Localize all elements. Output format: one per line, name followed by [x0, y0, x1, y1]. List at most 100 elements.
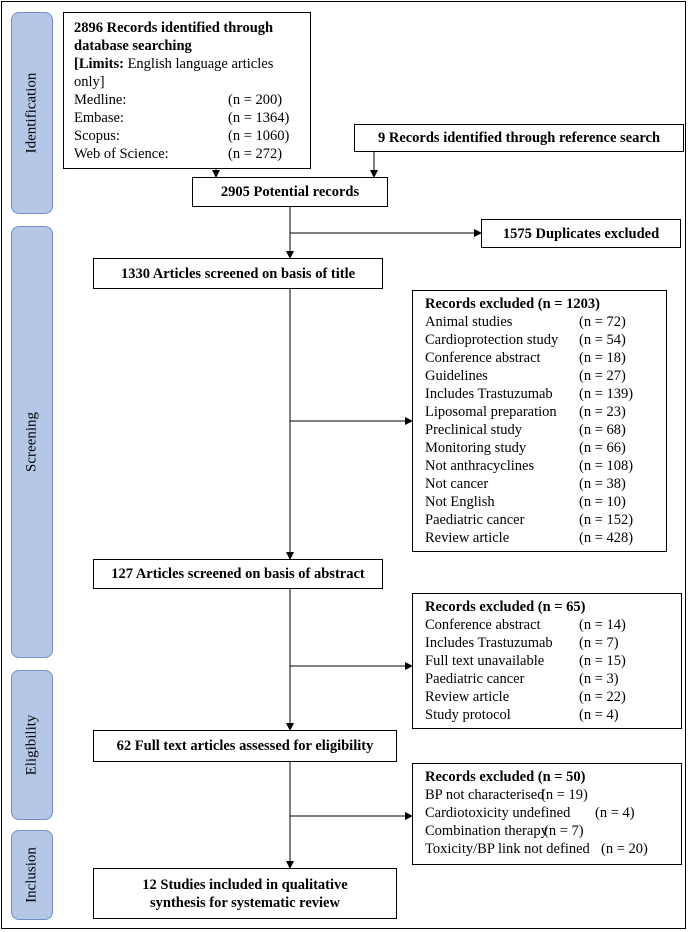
exclusion-reason: Study protocol: [425, 707, 511, 723]
exclusion-count: (n = 23): [579, 404, 626, 420]
exclusion-row: Liposomal preparation(n = 23): [425, 403, 666, 421]
stage-identification: Identification: [11, 12, 53, 214]
exclusion-row: Monitoring study (n = 66): [425, 439, 666, 457]
excluded-title-heading: Records excluded (n = 1203): [425, 296, 600, 312]
db-limits-bold: Limits:: [78, 56, 124, 72]
exclusion-count: (n = 72): [579, 314, 626, 330]
exclusion-row: Paediatric cancer(n = 152): [425, 511, 666, 529]
db-title-line1: 2896 Records identified through: [74, 20, 274, 36]
exclusion-count: (n = 7): [544, 823, 584, 839]
exclusion-count: (n = 38): [579, 476, 626, 492]
potential-records-text: 2905 Potential records: [220, 184, 360, 200]
exclusion-count: (n = 18): [579, 350, 626, 366]
db-source-count: (n = 272): [228, 146, 283, 162]
exclusion-row: Not English (n = 10): [425, 493, 666, 511]
exclusion-row: Paediatric cancer(n = 3): [425, 670, 681, 688]
exclusion-reason: Cardioprotection study: [425, 332, 559, 348]
exclusion-row: Guidelines (n = 27): [425, 367, 666, 385]
exclusion-reason: Includes Trastuzumab: [425, 635, 553, 651]
fulltext-assessed-text: 62 Full text articles assessed for eligi…: [116, 738, 374, 754]
exclusion-reason: Not cancer: [425, 476, 489, 492]
db-limits-bracket: [: [74, 56, 79, 72]
exclusion-count: (n = 139): [579, 386, 634, 402]
stage-identification-label: Identification: [23, 72, 40, 154]
potential-records-box: 2905 Potential records: [192, 177, 388, 207]
abstract-screening-text: 127 Articles screened on basis of abstra…: [111, 566, 365, 582]
exclusion-row: Not cancer (n = 38): [425, 475, 666, 493]
excluded-fulltext-heading: Records excluded (n = 50): [425, 769, 586, 785]
abstract-screening-box: 127 Articles screened on basis of abstra…: [93, 559, 383, 589]
exclusion-count: (n = 15): [579, 653, 626, 669]
exclusion-count: (n = 108): [579, 458, 634, 474]
exclusion-reason: Paediatric cancer: [425, 512, 525, 528]
db-source-name: Embase:: [74, 110, 124, 126]
db-source-name: Medline:: [74, 92, 127, 108]
exclusion-row: Conference abstract (n = 18): [425, 349, 666, 367]
exclusion-reason: Not English: [425, 494, 495, 510]
stage-eligibility-label: Eligibility: [23, 714, 40, 776]
exclusion-reason: Guidelines: [425, 368, 488, 384]
excluded-abstract-heading: Records excluded (n = 65): [425, 599, 586, 615]
duplicates-excluded-text: 1575 Duplicates excluded: [502, 225, 660, 242]
exclusion-row: Not anthracyclines (n = 108): [425, 457, 666, 475]
exclusion-row: Full text unavailable(n = 15): [425, 652, 681, 670]
exclusion-reason: Includes Trastuzumab: [425, 386, 553, 402]
excluded-title-box: Records excluded (n = 1203) Animal studi…: [412, 290, 667, 552]
exclusion-count: (n = 428): [579, 530, 634, 546]
db-source-name: Scopus:: [74, 128, 120, 144]
db-title-line2: database searching: [74, 38, 192, 54]
excluded-abstract-box: Records excluded (n = 65) Conference abs…: [412, 593, 682, 729]
stage-screening: Screening: [11, 226, 53, 658]
exclusion-count: (n = 4): [595, 805, 635, 821]
excluded-fulltext-list: BP not characterised(n = 19)Cardiotoxici…: [425, 786, 681, 858]
exclusion-row: Conference abstract (n = 14): [425, 616, 681, 634]
db-source-count: (n = 1060): [228, 128, 290, 144]
exclusion-count: (n = 54): [579, 332, 626, 348]
exclusion-count: (n = 27): [579, 368, 626, 384]
exclusion-row: Includes Trastuzumab (n = 139): [425, 385, 666, 403]
exclusion-row: Cardioprotection study (n = 54): [425, 331, 666, 349]
exclusion-reason: Conference abstract: [425, 350, 541, 366]
stage-inclusion: Inclusion: [11, 830, 53, 920]
db-source-row: Web of Science: (n = 272): [74, 145, 310, 163]
included-line2: synthesis for systematic review: [150, 895, 340, 911]
exclusion-reason: Combination therapy: [425, 823, 548, 839]
exclusion-row: Review article(n = 428): [425, 529, 666, 547]
exclusion-count: (n = 4): [579, 707, 619, 723]
duplicates-excluded-box: 1575 Duplicates excluded: [481, 219, 681, 248]
exclusion-row: BP not characterised(n = 19): [425, 786, 681, 804]
database-search-box: 2896 Records identified through database…: [63, 12, 311, 169]
stage-eligibility: Eligibility: [11, 670, 53, 820]
db-source-count: (n = 1364): [228, 110, 290, 126]
reference-search-box: 9 Records identified through reference s…: [354, 124, 684, 152]
title-screening-text: 1330 Articles screened on basis of title: [120, 265, 356, 282]
exclusion-reason: Monitoring study: [425, 440, 527, 456]
exclusion-row: Preclinical study(n = 68): [425, 421, 666, 439]
reference-search-text: 9 Records identified through reference s…: [377, 130, 661, 146]
exclusion-row: Cardiotoxicity undefined (n = 4): [425, 804, 681, 822]
exclusion-reason: Conference abstract: [425, 617, 541, 633]
included-line1: 12 Studies included in qualitative: [142, 877, 348, 893]
exclusion-count: (n = 10): [579, 494, 626, 510]
exclusion-row: Study protocol (n = 4): [425, 706, 681, 724]
exclusion-reason: Not anthracyclines: [425, 458, 535, 474]
exclusion-reason: BP not characterised: [425, 787, 545, 803]
db-limits-text: English language articles: [123, 56, 274, 72]
exclusion-count: (n = 66): [579, 440, 626, 456]
exclusion-reason: Paediatric cancer: [425, 671, 525, 687]
db-limits-line: [Limits: English language articles: [74, 55, 310, 73]
db-sources-list: Medline: (n = 200) Embase: (n = 1364) Sc…: [74, 91, 310, 163]
exclusion-reason: Review article: [425, 689, 510, 705]
exclusion-count: (n = 14): [579, 617, 626, 633]
exclusion-reason: Animal studies: [425, 314, 513, 330]
stage-screening-label: Screening: [23, 412, 40, 472]
exclusion-row: Toxicity/BP link not defined(n = 20): [425, 840, 681, 858]
db-source-row: Medline: (n = 200): [74, 91, 310, 109]
excluded-title-list: Animal studies(n = 72)Cardioprotection s…: [425, 313, 666, 547]
db-source-name: Web of Science:: [74, 146, 169, 162]
exclusion-reason: Cardiotoxicity undefined: [425, 805, 571, 821]
exclusion-row: Combination therapy(n = 7): [425, 822, 681, 840]
